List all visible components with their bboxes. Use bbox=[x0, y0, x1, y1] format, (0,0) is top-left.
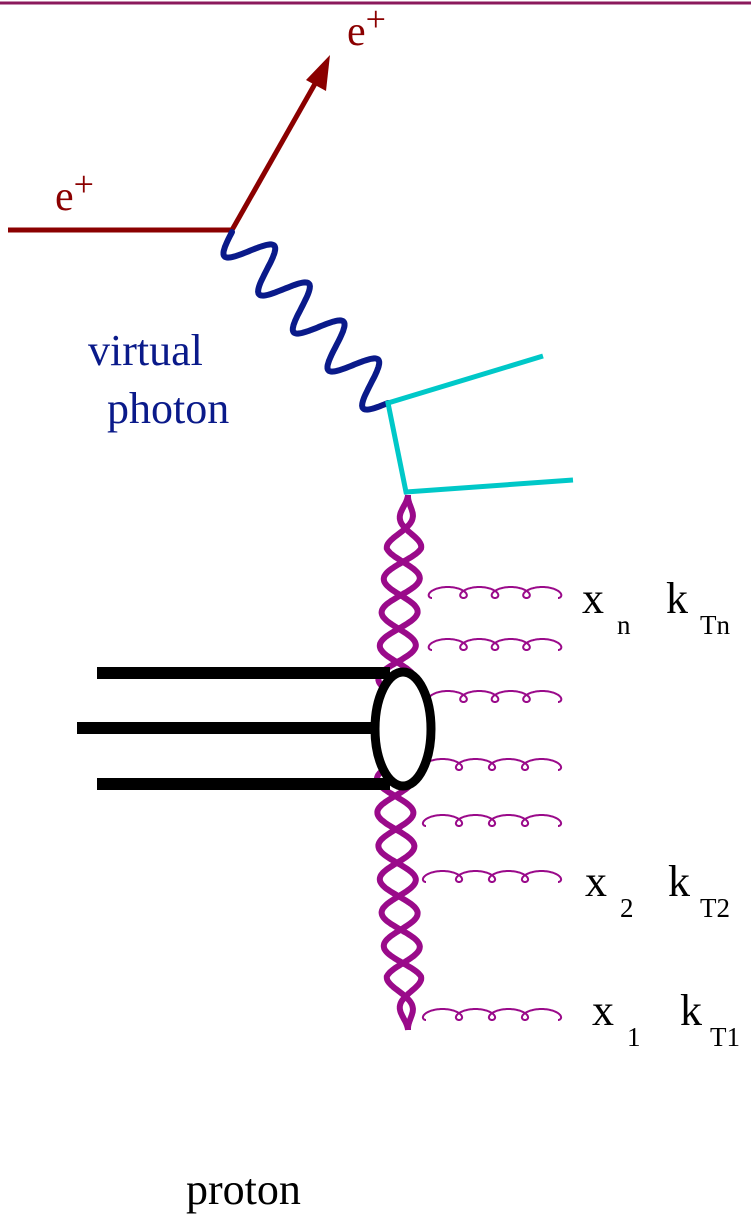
emitted-gluon-line bbox=[421, 758, 563, 771]
emitted-gluon-line bbox=[427, 690, 563, 703]
photon-label: photon bbox=[107, 384, 229, 433]
virtual-label: virtual bbox=[88, 326, 203, 375]
emission-label-n: x n k Tn bbox=[582, 574, 730, 640]
proton-symbol bbox=[77, 667, 436, 791]
emission-n-k: k bbox=[666, 574, 688, 623]
emission-2-x: x bbox=[585, 857, 607, 906]
emitted-gluon-line bbox=[427, 638, 563, 651]
emission-1-k: k bbox=[680, 986, 702, 1035]
emission-label-2: x 2 k T2 bbox=[585, 857, 730, 923]
quark-lines bbox=[385, 353, 574, 495]
outgoing-positron-line bbox=[229, 73, 323, 232]
proton-ellipse bbox=[370, 667, 436, 791]
emission-2-k: k bbox=[668, 857, 690, 906]
outgoing-positron-arrowhead bbox=[306, 55, 330, 91]
emitted-gluon-line bbox=[421, 814, 563, 827]
emission-1-k-subscript: T1 bbox=[710, 1022, 740, 1052]
emission-1-x-subscript: 1 bbox=[627, 1022, 641, 1052]
emission-1-x: x bbox=[592, 986, 614, 1035]
emission-n-x: x bbox=[582, 574, 604, 623]
e-in-label: e+ bbox=[55, 164, 94, 220]
emission-label-1: x 1 k T1 bbox=[592, 986, 740, 1052]
e-out-label: e+ bbox=[347, 0, 386, 55]
emitted-gluons bbox=[421, 586, 563, 1021]
virtual-photon-line bbox=[220, 229, 391, 413]
emission-n-k-subscript: Tn bbox=[700, 610, 730, 640]
emission-n-x-subscript: n bbox=[617, 610, 631, 640]
positron-lines bbox=[8, 55, 330, 233]
emission-2-x-subscript: 2 bbox=[620, 893, 634, 923]
emitted-gluon-line bbox=[427, 586, 563, 599]
emitted-gluon-line bbox=[421, 1008, 563, 1021]
emitted-gluon-line bbox=[421, 870, 563, 883]
e-in-superscript: + bbox=[74, 164, 94, 204]
e-out-superscript: + bbox=[366, 0, 386, 39]
emission-2-k-subscript: T2 bbox=[700, 893, 730, 923]
proton-label: proton bbox=[186, 1165, 301, 1214]
